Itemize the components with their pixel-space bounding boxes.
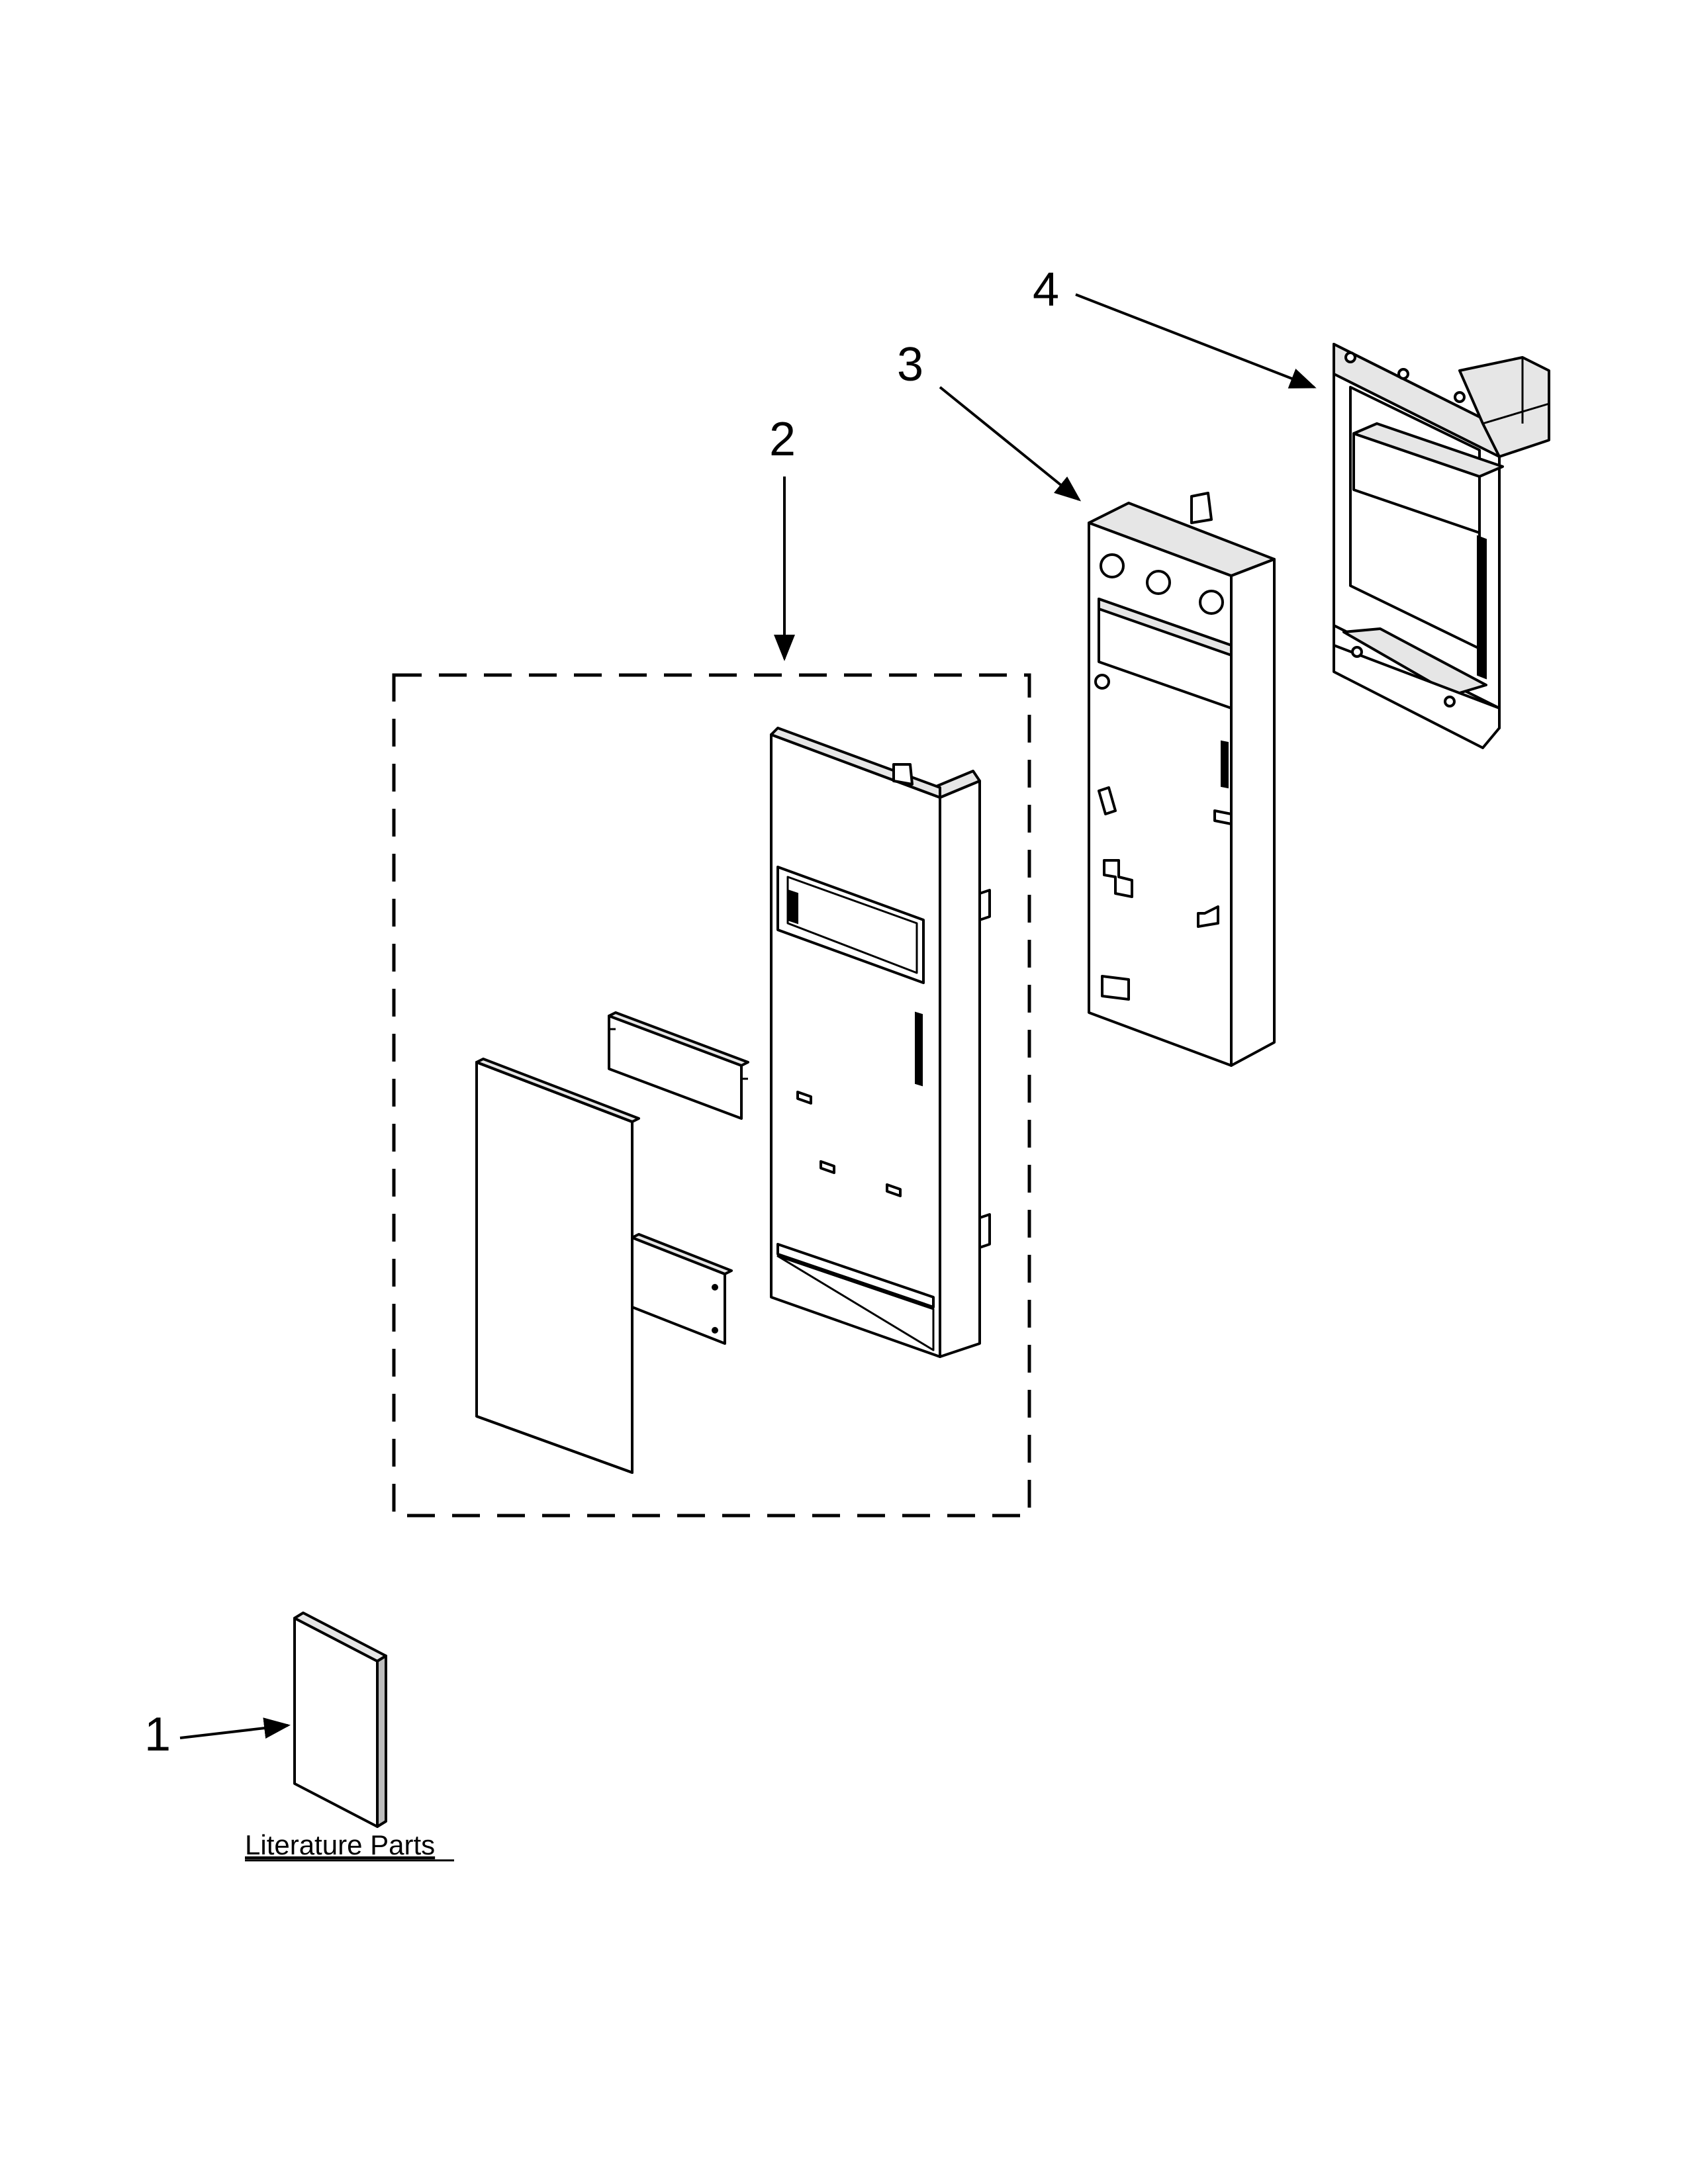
literature-parts-label: Literature Parts [245, 1829, 435, 1860]
display-lens [608, 1011, 749, 1120]
callout-3-arrow [939, 386, 1082, 502]
callout-4-arrow [1075, 293, 1317, 388]
callout-1-arrow [179, 1717, 291, 1739]
callout-3: 3 [897, 338, 923, 391]
literature-book-icon [293, 1612, 387, 1828]
membrane-tail [631, 1233, 733, 1345]
callout-4: 4 [1033, 263, 1059, 316]
assembly-boundary [392, 673, 1031, 1518]
control-membrane [475, 1058, 640, 1474]
callout-1: 1 [144, 1708, 171, 1761]
control-panel-housing [1088, 492, 1276, 1067]
control-panel-assembly [770, 727, 991, 1358]
callout-2: 2 [769, 413, 796, 466]
control-board-bracket [1333, 343, 1550, 749]
